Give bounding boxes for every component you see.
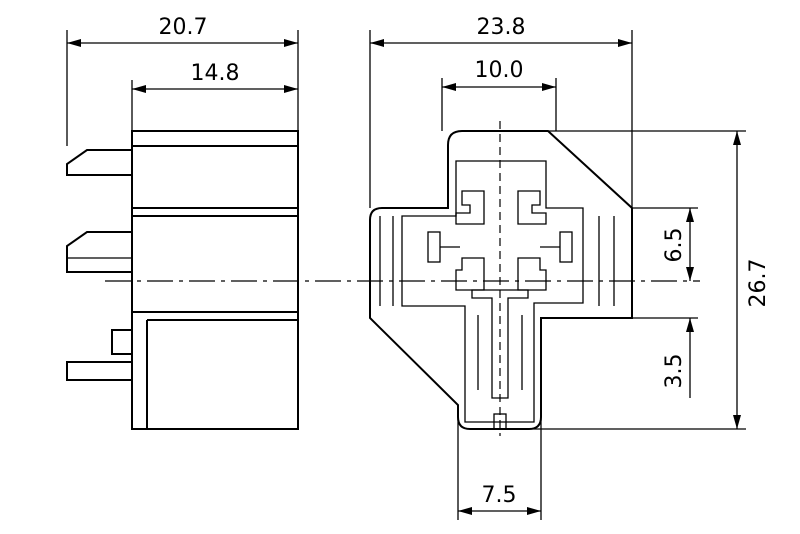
dim-23-8-arrow-left bbox=[370, 39, 384, 47]
dim-label-14-8: 14.8 bbox=[191, 61, 240, 86]
dim-7-5-arrow-right bbox=[527, 507, 541, 515]
front-outline bbox=[369, 130, 633, 430]
dim-14-8-arrow-left bbox=[132, 85, 146, 93]
front-slot-upper-right bbox=[517, 190, 547, 225]
dim-label-7-5: 7.5 bbox=[482, 483, 517, 508]
front-inner-outline bbox=[401, 160, 584, 423]
dim-10-0-arrow-right bbox=[542, 83, 556, 91]
dim-26-7-arrow-bottom bbox=[733, 415, 741, 429]
front-slot-middle-right bbox=[517, 257, 547, 291]
side-small-tab bbox=[111, 329, 133, 355]
dim-label-23-8: 23.8 bbox=[477, 15, 526, 40]
side-view: 20.7 14.8 bbox=[66, 15, 299, 430]
front-slot-upper-left bbox=[455, 190, 485, 225]
dim-7-5-arrow-left bbox=[458, 507, 472, 515]
dim-3-5-arrow-top bbox=[686, 318, 694, 332]
front-slot-middle-left bbox=[455, 257, 485, 291]
dim-label-6-5: 6.5 bbox=[662, 228, 687, 263]
dim-6-5-arrow-bottom bbox=[686, 267, 694, 281]
front-block-left bbox=[427, 231, 441, 263]
front-lower-terminal bbox=[471, 289, 529, 399]
dim-6-5-arrow-top bbox=[686, 208, 694, 222]
dim-label-10-0: 10.0 bbox=[475, 58, 524, 83]
dim-label-20-7: 20.7 bbox=[159, 15, 208, 40]
side-terminal-bottom bbox=[66, 361, 133, 381]
side-terminal-top bbox=[66, 149, 132, 176]
side-terminal-middle bbox=[66, 231, 132, 273]
dim-10-0-arrow-left bbox=[442, 83, 456, 91]
front-view: 23.8 10.0 26.7 6.5 3.5 7.5 bbox=[369, 15, 771, 520]
dim-20-7-arrow-right bbox=[284, 39, 298, 47]
dim-20-7-arrow-left bbox=[67, 39, 81, 47]
dim-23-8-arrow-right bbox=[618, 39, 632, 47]
dim-14-8-arrow-right bbox=[284, 85, 298, 93]
front-block-right bbox=[559, 231, 573, 263]
dim-label-26-7: 26.7 bbox=[746, 259, 771, 308]
side-body bbox=[131, 130, 299, 430]
dim-label-3-5: 3.5 bbox=[662, 354, 687, 389]
dim-26-7-arrow-top bbox=[733, 131, 741, 145]
